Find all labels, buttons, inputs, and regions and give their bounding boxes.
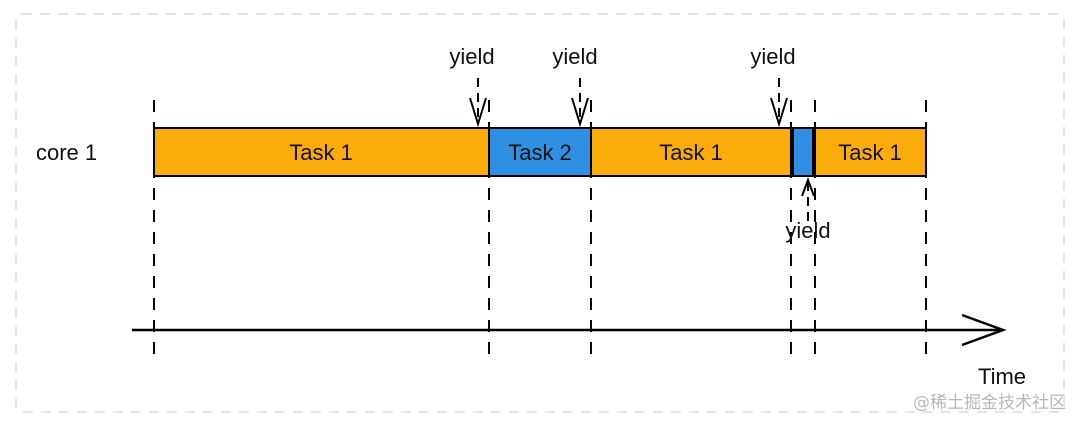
yield-arrow-head xyxy=(770,97,788,128)
row-label: core 1 xyxy=(36,140,97,165)
yield-label: yield xyxy=(552,44,597,69)
yield-label: yield xyxy=(750,44,795,69)
yield-arrow-head xyxy=(469,97,487,128)
task-segment-5 xyxy=(814,127,927,177)
task-segment-4 xyxy=(792,127,814,177)
task-segment-label: Task 2 xyxy=(508,140,572,165)
yield-label: yield xyxy=(449,44,494,69)
task-segment-label: Task 1 xyxy=(659,140,723,165)
yield-arrow-head xyxy=(571,97,589,128)
watermark: @稀土掘金技术社区 xyxy=(913,393,1066,413)
yield-label: yield xyxy=(785,218,830,243)
diagram-frame xyxy=(15,13,1065,413)
task-segment-1 xyxy=(153,127,490,177)
yield-markers xyxy=(469,78,815,222)
task-segment-label: Task 1 xyxy=(289,140,353,165)
task-segment-label: Task 1 xyxy=(838,140,902,165)
yield-arrow-head xyxy=(801,177,815,197)
time-axis-label: Time xyxy=(978,364,1026,389)
task-bar xyxy=(153,127,927,177)
time-axis-arrow-head xyxy=(961,313,1007,347)
task-segment-3 xyxy=(590,127,792,177)
time-axis xyxy=(132,313,1007,347)
task-segment-2 xyxy=(488,127,592,177)
